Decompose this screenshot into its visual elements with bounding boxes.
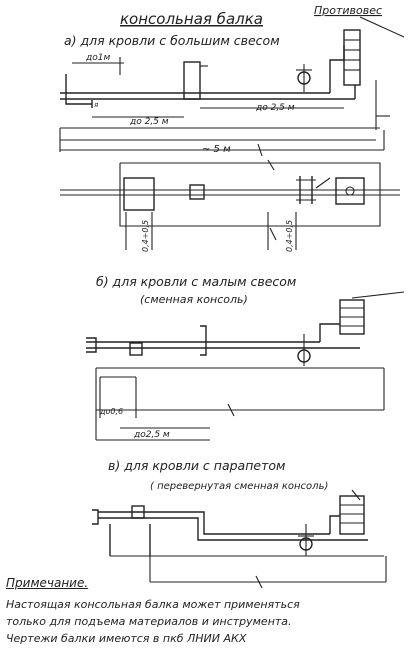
section-b-elevation [86,299,385,441]
section-a-plan [60,159,400,250]
section-a-elevation: я [59,29,390,157]
section-a-caption: а) для кровли с большим свесом [64,33,280,48]
section-b-subcaption: (сменная консоль) [140,293,248,306]
notes-line-3: Чертежи балки имеются в пкб ЛНИИ АКХ [6,632,247,645]
dim-gap-a: 0,4÷0,5 [141,220,150,252]
drawing-title: консольная балка [120,10,263,28]
notes-line-2: только для подъема материалов и инструме… [6,615,292,628]
counterweight-label: Противовес [314,4,382,17]
section-c-subcaption: ( перевернутая сменная консоль) [150,481,328,492]
dim-to-2-5m: до2,5 м [133,430,170,440]
section-b-caption: б) для кровли с малым свесом [96,274,296,289]
dim-to-2-5m-left: до 2,5 м [129,117,169,127]
svg-text:я: я [94,101,98,109]
dim-total-5m: ~ 5 м [202,144,231,155]
notes-line-1: Настоящая консольная балка может применя… [6,598,300,611]
section-c-caption: в) для кровли с парапетом [108,458,285,473]
section-c-elevation [92,489,387,589]
dim-to-1m: до1м [85,53,110,63]
counterweight-leader [359,16,405,38]
notes-heading: Примечание. [6,576,89,590]
dim-to-0-6: до0,6 [99,407,123,416]
dim-gap-b: 0,4÷0,5 [285,220,294,252]
section-b-leader [351,291,405,299]
dim-to-2-5m-right: до 2,5 м [255,103,295,113]
